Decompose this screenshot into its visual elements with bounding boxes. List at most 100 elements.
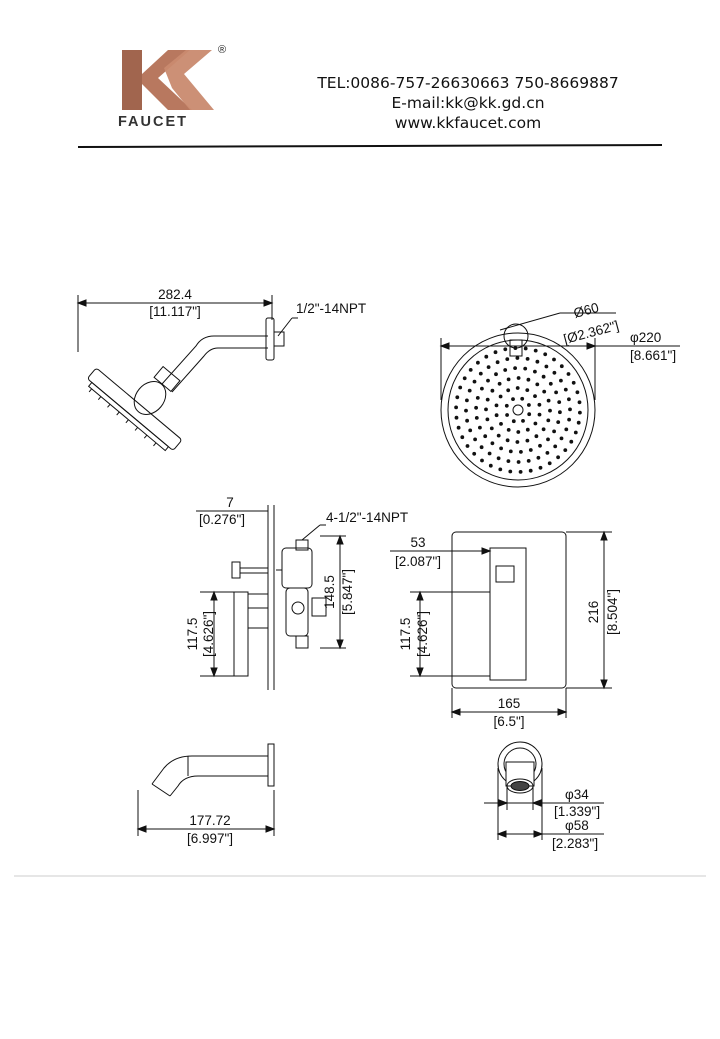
front-width-mm: 165 (498, 696, 521, 711)
nozzle-dot (506, 388, 511, 393)
nozzle-dot (558, 410, 562, 415)
body-height-in: [5.847"] (340, 569, 355, 615)
nozzle-dot (516, 430, 521, 434)
nozzle-dot (496, 433, 501, 438)
nozzle-dot (523, 366, 528, 371)
nozzle-dot (485, 417, 490, 422)
contact-tel: TEL:0086-757-26630663 750-8669887 (317, 74, 619, 92)
nozzle-dot (537, 402, 542, 407)
nozzle-dot (508, 449, 513, 454)
nozzle-dot (523, 346, 528, 351)
nozzle-dot (498, 394, 503, 399)
nozzle-dot (577, 400, 582, 405)
nozzle-dot (557, 400, 562, 404)
nozzle-dot (472, 379, 477, 384)
nozzle-dot (513, 346, 518, 350)
front-height-in: [8.504"] (605, 589, 620, 635)
nozzle-dot (519, 450, 523, 454)
nozzle-dot (490, 441, 495, 446)
nozzle-dot (537, 412, 542, 417)
nozzle-dot (478, 425, 482, 430)
nozzle-dot (505, 413, 509, 417)
nozzle-dot (456, 425, 461, 430)
nozzle-dot (526, 377, 531, 382)
shower-width-mm: 282.4 (158, 287, 192, 302)
nozzle-dot (468, 428, 473, 433)
spout-side-view: 177.72 [6.997"] (136, 743, 276, 846)
outlet-dia-mm: φ34 (565, 787, 589, 802)
nozzle-dot (498, 467, 503, 472)
nozzle-dot (499, 446, 503, 451)
nozzle-dot (479, 445, 484, 450)
valve-ports-label: 4-1/2"-14NPT (326, 510, 408, 525)
nozzle-dot (455, 395, 460, 400)
nozzle-dot (567, 397, 571, 402)
nozzle-dot (465, 444, 470, 448)
nozzle-dot (468, 368, 473, 372)
nozzle-dot (528, 448, 533, 452)
nozzle-dot (554, 390, 558, 395)
nozzle-dot (460, 435, 465, 440)
nozzle-dot (506, 428, 511, 432)
nozzle-dot (547, 461, 552, 466)
nozzle-dot (536, 455, 541, 460)
nozzle-dot (506, 377, 511, 382)
nozzle-dot (467, 388, 472, 393)
spout-length-mm: 177.72 (189, 813, 230, 828)
logo-k-mark-icon (122, 50, 214, 110)
nozzle-dot (552, 357, 556, 362)
nozzle-dot (546, 418, 551, 423)
nozzle-dots (454, 346, 582, 474)
flange-dia-in: [2.283"] (552, 836, 598, 851)
nozzle-dot (568, 407, 572, 412)
nozzle-dot (513, 366, 517, 370)
nozzle-dot (533, 348, 538, 353)
nozzle-dot (578, 410, 582, 415)
nozzle-dot (548, 408, 552, 413)
nozzle-dot (493, 350, 498, 355)
nozzle-dot (454, 405, 458, 410)
nozzle-dot (484, 407, 488, 412)
nozzle-dot (527, 403, 531, 407)
nozzle-dot (464, 408, 468, 413)
nozzle-dot (495, 360, 500, 365)
contact-email: E-mail:kk@kk.gd.cn (391, 94, 545, 112)
nozzle-dot (497, 381, 502, 386)
nozzle-dot (458, 385, 463, 390)
head-dia-in: [8.661"] (630, 348, 676, 363)
nozzle-dot (543, 352, 548, 357)
brand-logo (112, 44, 232, 134)
nozzle-dot (503, 347, 508, 352)
nozzle-dot (552, 370, 557, 375)
nozzle-dot (566, 372, 571, 376)
nozzle-dot (541, 427, 546, 432)
lever-height-in: [4.626"] (201, 611, 216, 657)
flange-dia-mm: φ58 (565, 818, 589, 833)
nozzle-dot (505, 357, 510, 361)
nozzle-dot (516, 460, 521, 464)
nozzle-dot (552, 429, 556, 434)
shower-head-top-view: Ø60 [Ø2.362"] φ220 [8.661"] (439, 300, 680, 488)
nozzle-dot (480, 458, 484, 463)
front-handle-in: [4.626"] (415, 611, 430, 657)
nozzle-dot (465, 398, 469, 403)
nozzle-dot (525, 388, 530, 392)
nozzle-dot (486, 378, 490, 383)
shower-head-side-view: 282.4 [11.117"] 1/2"-14NPT (76, 287, 366, 452)
nozzle-dot (525, 427, 530, 432)
plate-thickness-mm: 7 (226, 495, 234, 510)
nozzle-dot (563, 448, 568, 452)
outlet-dia-in: [1.339"] (554, 804, 600, 819)
nozzle-dot (515, 386, 520, 390)
nozzle-dot (559, 378, 563, 383)
nozzle-dot (473, 437, 477, 442)
nozzle-dot (575, 390, 580, 395)
nozzle-dot (533, 394, 537, 398)
nozzle-dot (527, 412, 532, 417)
head-dia-mm: φ220 (630, 330, 661, 345)
nozzle-dot (559, 364, 564, 369)
lever-height-mm: 117.5 (185, 618, 200, 651)
nozzle-dot (526, 459, 531, 463)
registered-mark: ® (218, 44, 227, 56)
